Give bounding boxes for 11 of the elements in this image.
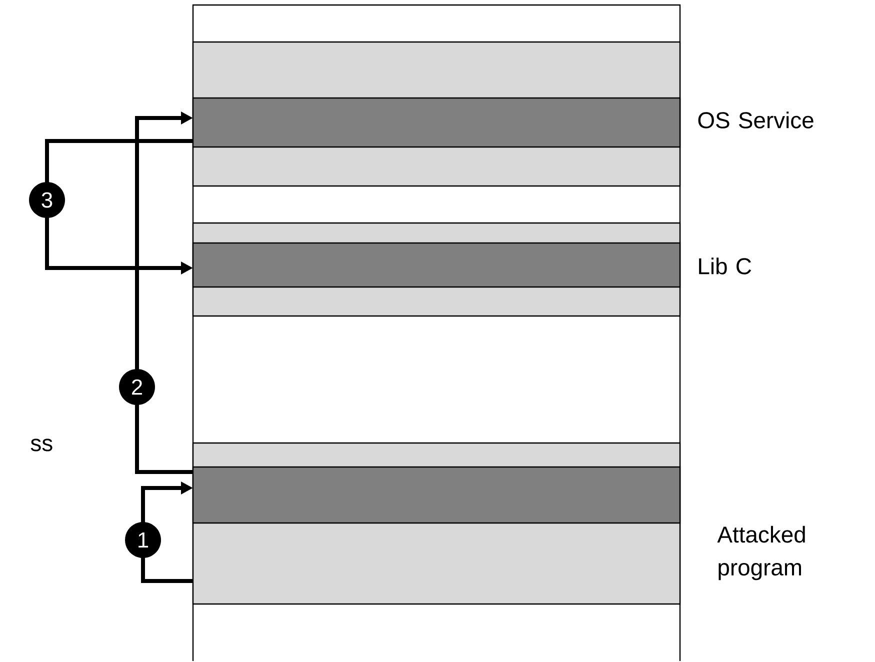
step-number: 2 xyxy=(119,369,155,405)
step-number: 1 xyxy=(125,522,161,558)
code-segment xyxy=(192,466,681,524)
code-segment xyxy=(192,97,681,148)
arrow xyxy=(135,112,193,474)
region-label: Lib C xyxy=(699,258,752,274)
code-segment xyxy=(192,242,681,288)
partial-label: ss xyxy=(30,438,52,452)
region-label: Attacked program xyxy=(717,526,805,580)
step-number: 3 xyxy=(29,182,65,218)
region-label: OS Service xyxy=(698,112,814,128)
